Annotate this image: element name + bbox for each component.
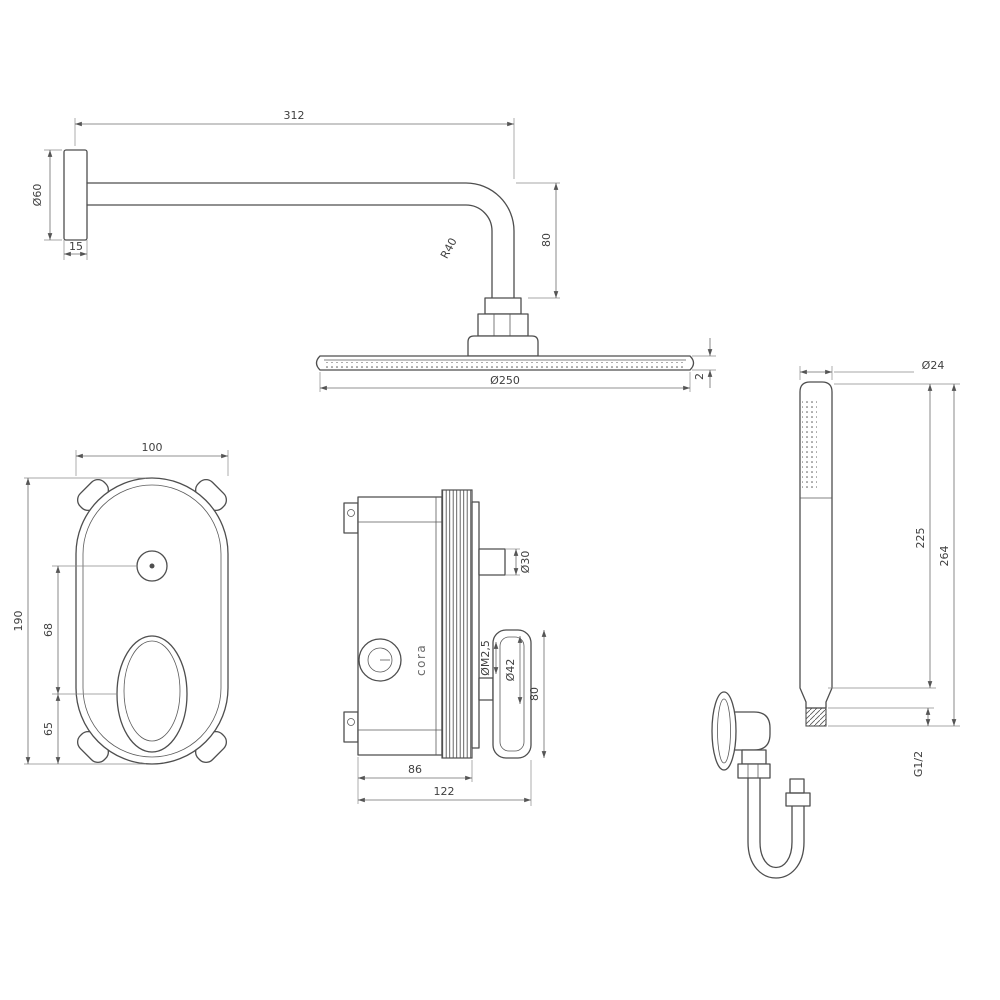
brand-logo-circle [358, 638, 402, 682]
dim-handset-body-length: 225 [828, 383, 960, 689]
dim-handset-body-length-text: 225 [914, 528, 927, 549]
dim-handle-length: 80 [528, 630, 547, 758]
dim-handset-thread: G1/2 [828, 707, 934, 777]
dim-button-to-handle: 68 [42, 565, 137, 695]
mixer-handle-front [116, 635, 188, 753]
valve-front-hatch [441, 489, 473, 759]
valve-screw-bottom [347, 718, 355, 726]
bracket-wall-flange [711, 691, 737, 771]
dim-flange-depth-text: 15 [69, 240, 83, 253]
handle-lever-inner [499, 636, 525, 752]
dim-body-depth-text: 86 [408, 763, 422, 776]
dim-flange-diameter-text: Ø60 [31, 184, 44, 207]
view-hand-shower: Ø24 225 264 G1/2 [711, 359, 960, 879]
shower-head-nozzles [324, 362, 686, 369]
dim-trim-diameter: Ø42 [504, 636, 523, 704]
dim-handle-to-bottom: 65 [42, 694, 61, 764]
shower-arm-outer [86, 182, 515, 299]
view-shower-arm: 312 Ø60 15 R40 80 [31, 109, 716, 392]
valve-screw-top [347, 509, 355, 517]
valve-tab-bottom [343, 711, 359, 743]
dim-handset-total-length-text: 264 [938, 546, 951, 567]
handle-stem [478, 677, 494, 701]
dim-trim-diameter-text: Ø42 [504, 659, 517, 682]
handset-spray-face [802, 398, 817, 490]
dim-button-to-handle-text: 68 [42, 623, 55, 637]
valve-front-strip [471, 501, 480, 749]
dim-inlet-diameter: Ø30 [505, 548, 532, 576]
hose-inner [759, 777, 793, 869]
handle-lever [492, 629, 532, 759]
arm-nut [477, 313, 529, 337]
dim-plate-height: 190 [12, 477, 146, 765]
hose-end-stub [789, 778, 805, 794]
dim-screw-thread: ØM2,5 [479, 640, 499, 676]
bracket-outlet [741, 749, 767, 765]
dim-handset-total-length: 264 [828, 384, 960, 727]
bracket-hose-nut [737, 763, 771, 779]
hose-end-nut [785, 792, 811, 807]
valve-inlet [478, 548, 506, 576]
view-valve-side: Ø30 cora ØM2,5 Ø42 80 86 [343, 489, 547, 806]
view-plate-front: 100 190 68 65 [12, 441, 229, 765]
dim-head-diameter-text: Ø250 [490, 374, 520, 387]
dim-body-depth: 86 [357, 757, 473, 804]
dim-drop-height-text: 80 [540, 233, 553, 247]
brand-logo-inner [367, 647, 393, 673]
trim-plate [75, 477, 229, 765]
valve-body [357, 496, 443, 756]
dim-total-depth: 122 [358, 760, 532, 806]
dim-flange-diameter: Ø60 [31, 149, 62, 241]
dim-handset-thread-text: G1/2 [912, 751, 925, 777]
handset-thread-tip [805, 707, 827, 727]
dim-drop-height: 80 [516, 182, 560, 299]
brand-text: cora [414, 644, 428, 676]
dim-plate-width-text: 100 [142, 441, 163, 454]
hose-outer [747, 777, 805, 879]
dim-head-thickness: 2 [692, 338, 716, 388]
dim-plate-width: 100 [75, 441, 229, 476]
wall-flange [63, 149, 88, 241]
dim-total-depth-text: 122 [434, 785, 455, 798]
bracket-wall-flange-inner [717, 698, 731, 764]
dim-flange-depth: 15 [63, 240, 88, 260]
mixer-handle-front-inner [123, 640, 181, 742]
dim-inlet-diameter-text: Ø30 [519, 551, 532, 574]
shower-arm-inner [86, 204, 493, 299]
arm-collar [484, 297, 522, 315]
dim-arm-length: 312 [74, 109, 515, 179]
diverter-button-center [149, 563, 155, 569]
dim-bend-radius-text: R40 [438, 236, 460, 261]
head-joint-dome [467, 335, 539, 357]
dim-head-thickness-text: 2 [693, 373, 706, 380]
dim-head-diameter: Ø250 [319, 372, 691, 392]
dim-handset-diameter: Ø24 [799, 359, 945, 380]
dim-plate-height-text: 190 [12, 611, 25, 632]
valve-tab-top [343, 502, 359, 534]
dim-arm-length-text: 312 [284, 109, 305, 122]
dim-screw-thread-text: ØM2,5 [479, 640, 492, 676]
dim-handset-diameter-text: Ø24 [922, 359, 945, 372]
trim-plate-inner [82, 484, 222, 758]
dim-handle-to-bottom-text: 65 [42, 722, 55, 736]
dim-handle-length-text: 80 [528, 687, 541, 701]
